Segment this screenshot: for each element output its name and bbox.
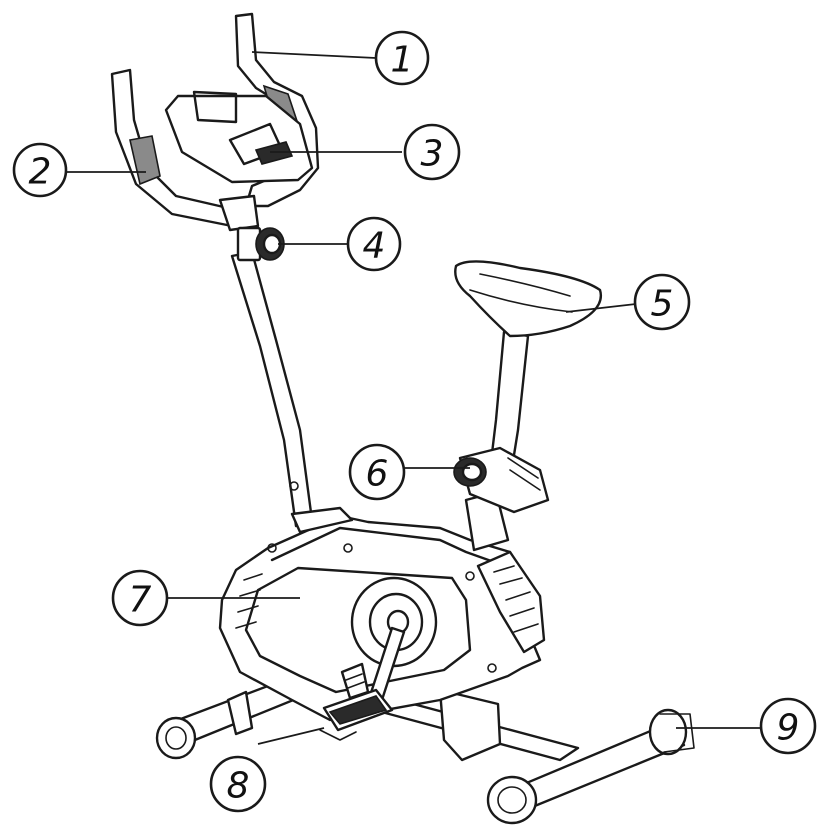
callout-label: 1	[391, 40, 414, 81]
callout-label: 5	[651, 284, 674, 325]
seat-knob	[453, 446, 550, 514]
callout-5: 5	[633, 273, 691, 331]
callout-label: 6	[366, 454, 389, 495]
leader-lines	[66, 51, 760, 745]
callout-label: 4	[363, 226, 386, 267]
callout-6: 6	[348, 443, 406, 501]
rear-stabilizer	[486, 708, 695, 825]
console	[164, 90, 314, 184]
callout-label: 3	[421, 134, 444, 175]
pedal-assembly	[319, 626, 406, 741]
callout-3: 3	[403, 123, 461, 181]
front-upright	[230, 250, 354, 534]
callout-2: 2	[12, 142, 68, 198]
callout-label: 7	[129, 580, 152, 621]
callout-label: 8	[227, 766, 250, 807]
seat	[454, 260, 603, 338]
callout-1: 1	[374, 30, 430, 86]
callout-8: 8	[209, 755, 267, 813]
callout-label: 9	[777, 708, 800, 749]
callout-9: 9	[759, 697, 817, 755]
rear-grille	[476, 550, 546, 654]
callout-label: 2	[29, 152, 52, 193]
seat-post	[464, 330, 530, 552]
callout-4: 4	[346, 216, 402, 272]
callout-7: 7	[111, 569, 169, 627]
tension-knob	[236, 226, 285, 262]
